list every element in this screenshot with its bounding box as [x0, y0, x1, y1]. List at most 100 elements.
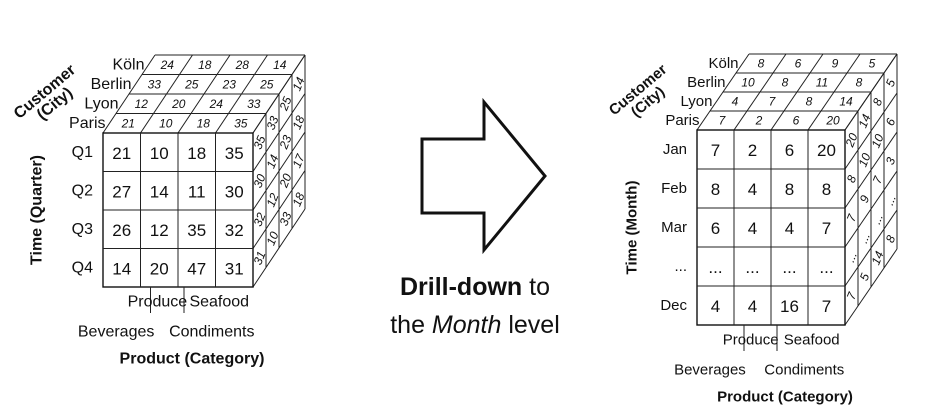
drill-down-caption: Drill-down to the Month level [350, 268, 600, 344]
front-cell-value: 11 [188, 182, 206, 201]
caption-part1: to [522, 273, 550, 301]
top-grid-line [102, 54, 156, 134]
top-cell-value: 2 [755, 114, 763, 128]
front-cell-value: 7 [822, 219, 831, 238]
top-grid-line [177, 54, 231, 134]
side-cell-value: 25 [276, 94, 294, 113]
category-label: Seafood [784, 332, 840, 349]
time-label: Feb [661, 180, 687, 197]
top-cell-value: 24 [209, 97, 224, 111]
front-cell-value: 35 [187, 221, 206, 240]
side-cell-value: 12 [264, 191, 282, 209]
top-cell-value: 8 [782, 76, 789, 90]
top-cell-value: 21 [121, 116, 135, 130]
time-label: Dec [660, 297, 687, 314]
side-cell-value: 8 [844, 173, 860, 185]
top-cell-value: 8 [856, 76, 863, 90]
front-cell-value: 21 [112, 144, 131, 163]
side-cell-value: 20 [276, 171, 294, 190]
front-cell-value: 8 [711, 180, 720, 199]
category-label: Condiments [764, 362, 844, 379]
time-label: ... [674, 258, 687, 275]
top-cell-value: 10 [159, 116, 173, 130]
front-cell-value: 14 [150, 182, 169, 201]
front-cell-value: 12 [150, 221, 169, 240]
city-label: Köln [708, 55, 738, 72]
top-cell-value: 11 [816, 76, 828, 90]
side-cell-value: 18 [290, 113, 308, 131]
side-cell-value: 32 [251, 210, 269, 228]
side-cell-value: 14 [856, 112, 874, 130]
category-label: Seafood [189, 294, 249, 311]
front-cell-value: 20 [150, 259, 169, 278]
top-cell-value: 4 [732, 95, 739, 109]
side-cell-value: 30 [251, 172, 269, 190]
front-cell-value: 8 [822, 180, 831, 199]
top-grid-line [215, 54, 268, 134]
top-cell-value: 33 [247, 97, 261, 111]
time-label: Q4 [72, 259, 93, 276]
front-cell-value: 2 [748, 141, 757, 160]
side-cell-value: ... [869, 212, 886, 227]
side-cell-value: ... [856, 231, 873, 246]
side-cell-value: 8 [883, 233, 899, 245]
category-label: Produce [723, 332, 779, 349]
category-label: Beverages [78, 324, 155, 341]
side-cell-value: 6 [883, 116, 899, 128]
top-cell-value: 18 [198, 58, 212, 72]
front-cell-value: 32 [225, 221, 244, 240]
top-grid-line [770, 53, 824, 131]
side-cell-value: 3 [883, 155, 899, 167]
top-grid-line [733, 53, 787, 131]
top-cell-value: 5 [869, 57, 876, 71]
side-cell-value: 14 [869, 249, 887, 267]
top-grid-line [696, 53, 750, 131]
front-cell-value: 6 [711, 219, 720, 238]
front-cell-value: 26 [112, 221, 131, 240]
top-cell-value: 6 [793, 114, 800, 128]
top-grid-line [140, 54, 193, 134]
front-cell-value: 35 [225, 144, 244, 163]
category-label: Condiments [169, 324, 254, 341]
city-label: Paris [69, 115, 105, 132]
top-cell-value: 10 [741, 76, 755, 90]
front-cell-value: 7 [822, 297, 831, 316]
city-label: Berlin [687, 74, 725, 91]
front-cell-value: 30 [225, 182, 244, 201]
top-cell-value: 9 [832, 57, 839, 71]
front-cell-value: 18 [187, 144, 206, 163]
side-cell-value: ... [843, 250, 860, 265]
side-cell-value: 35 [251, 133, 269, 151]
side-cell-value: 5 [857, 271, 873, 283]
front-cell-value: 7 [711, 141, 720, 160]
front-cell-value: 4 [748, 180, 757, 199]
side-cell-value: 7 [844, 289, 860, 302]
category-label: Beverages [674, 362, 746, 379]
side-cell-value: 18 [290, 190, 308, 208]
side-cell-value: 23 [276, 133, 294, 152]
top-cell-value: 7 [769, 95, 777, 109]
city-label: Lyon [84, 95, 118, 112]
top-cell-value: 6 [795, 57, 802, 71]
top-cell-value: 35 [234, 116, 248, 130]
caption-bold: Drill-down [399, 273, 523, 301]
city-label: Köln [112, 56, 144, 73]
front-cell-value: 14 [112, 259, 131, 278]
side-cell-value: 10 [869, 132, 887, 150]
side-cell-value: 7 [870, 173, 886, 186]
category-label: Produce [128, 294, 188, 311]
top-cell-value: 12 [135, 97, 149, 111]
front-cell-value: 4 [785, 219, 794, 238]
top-cell-value: 7 [719, 114, 727, 128]
front-cell-value: 6 [785, 141, 794, 160]
side-cell-value: 8 [870, 96, 886, 108]
top-cell-value: 14 [839, 95, 853, 109]
front-cell-value: 4 [748, 219, 757, 238]
top-cell-value: 25 [259, 77, 274, 91]
side-cell-value: 7 [844, 211, 860, 224]
city-label: Berlin [91, 76, 132, 93]
side-cell-value: 31 [251, 249, 269, 267]
time-label: Jan [663, 141, 687, 158]
